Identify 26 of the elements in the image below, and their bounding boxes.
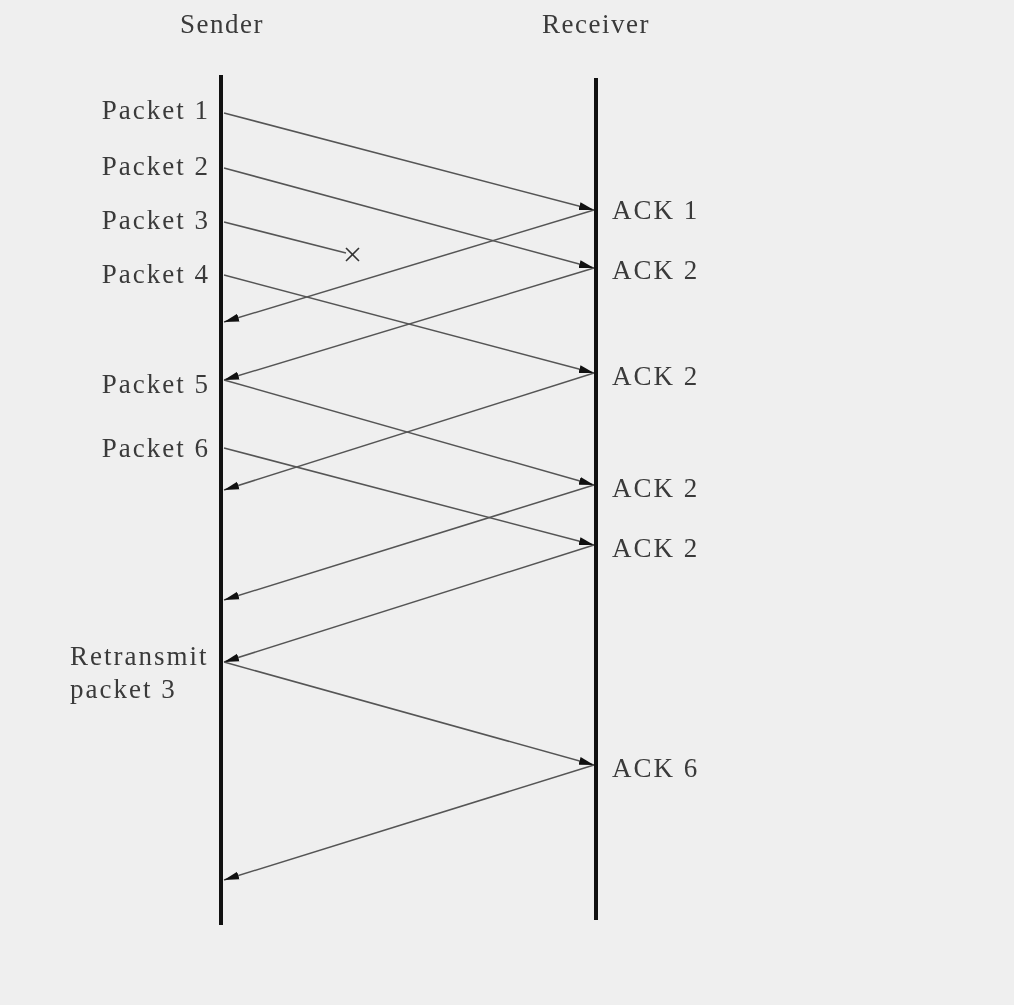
lifeline [219,75,223,925]
lifeline-heading: Sender [180,8,264,41]
arrow [223,484,595,601]
packet-label: Retransmit packet 3 [70,640,224,706]
packet-label: Packet 6 [40,432,224,465]
lifeline [594,78,598,920]
arrow [223,112,595,211]
ack-label: ACK 2 [594,532,754,565]
lifeline-heading: Receiver [542,8,650,41]
packet-label: Packet 3 [40,204,224,237]
arrow [223,661,595,766]
ack-label: ACK 2 [594,254,754,287]
ack-label: ACK 2 [594,360,754,393]
lost-packet-cross [344,246,361,263]
arrow [223,167,595,269]
packet-label: Packet 1 [40,94,224,127]
packet-label: Packet 5 [40,368,224,401]
packet-label: Packet 4 [40,258,224,291]
packet-label: Packet 2 [40,150,224,183]
arrow [223,209,595,323]
ack-label: ACK 6 [594,752,754,785]
ack-label: ACK 1 [594,194,754,227]
ack-label: ACK 2 [594,472,754,505]
arrow [223,764,595,881]
arrow [223,447,595,546]
arrow [223,544,595,663]
